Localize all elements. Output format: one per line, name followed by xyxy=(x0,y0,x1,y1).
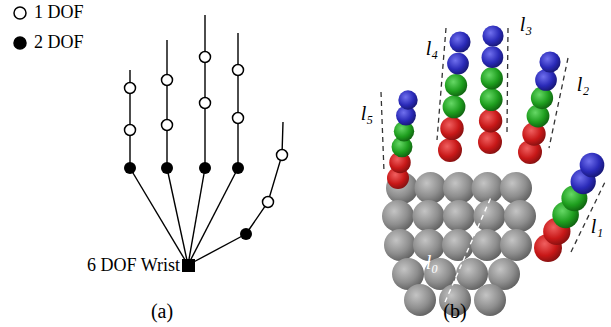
sphere xyxy=(384,229,416,261)
sphere xyxy=(531,87,553,109)
sphere xyxy=(471,229,503,261)
length-label: l₁ xyxy=(591,215,604,237)
length-label: l₂ xyxy=(577,73,590,95)
sphere xyxy=(413,200,445,232)
length-label: l₅ xyxy=(361,102,374,124)
legend-sample xyxy=(12,5,28,21)
two-dof-joint xyxy=(124,162,252,240)
legend-circle xyxy=(14,37,26,49)
sphere xyxy=(445,74,467,96)
sphere xyxy=(478,130,502,154)
wrist-label: 6 DOF Wrist xyxy=(87,256,180,276)
sphere xyxy=(479,109,502,132)
legend-sample xyxy=(12,35,28,51)
sphere xyxy=(443,95,466,118)
sphere xyxy=(480,88,503,111)
sphere xyxy=(443,200,475,232)
sphere xyxy=(438,138,462,162)
sphere-hand xyxy=(382,25,604,316)
subfigure-label: (b) xyxy=(443,300,466,322)
sphere xyxy=(535,69,557,91)
sphere xyxy=(440,117,463,140)
length-label: l₃ xyxy=(520,13,533,35)
sphere xyxy=(482,46,504,68)
sphere xyxy=(415,172,447,204)
sphere xyxy=(500,229,532,261)
length-label: l₄ xyxy=(426,37,439,59)
length-marker xyxy=(381,28,605,252)
length-label: l₀ xyxy=(426,251,439,273)
sphere xyxy=(382,200,414,232)
sphere xyxy=(449,31,470,52)
legend-item: 2 DOF xyxy=(12,33,84,53)
subfigure-label: (a) xyxy=(151,300,173,322)
sphere xyxy=(447,53,469,75)
legend-item: 1 DOF xyxy=(12,3,84,23)
sphere xyxy=(398,90,417,109)
sphere xyxy=(500,172,532,204)
sphere xyxy=(474,284,506,316)
sphere xyxy=(580,153,605,178)
wrist-joint xyxy=(182,259,195,272)
sphere xyxy=(443,172,475,204)
sphere xyxy=(442,229,474,261)
sphere xyxy=(481,67,503,89)
legend-text: 1 DOF xyxy=(34,3,84,23)
legend-text: 2 DOF xyxy=(34,33,84,53)
one-dof-joint xyxy=(125,52,288,208)
sphere xyxy=(482,25,503,46)
sphere xyxy=(539,51,560,72)
palm-length-marker xyxy=(445,195,492,302)
sphere xyxy=(504,200,536,232)
kinematic-skeleton xyxy=(130,15,283,265)
legend-circle xyxy=(14,7,26,19)
sphere xyxy=(404,284,436,316)
sphere xyxy=(472,172,504,204)
